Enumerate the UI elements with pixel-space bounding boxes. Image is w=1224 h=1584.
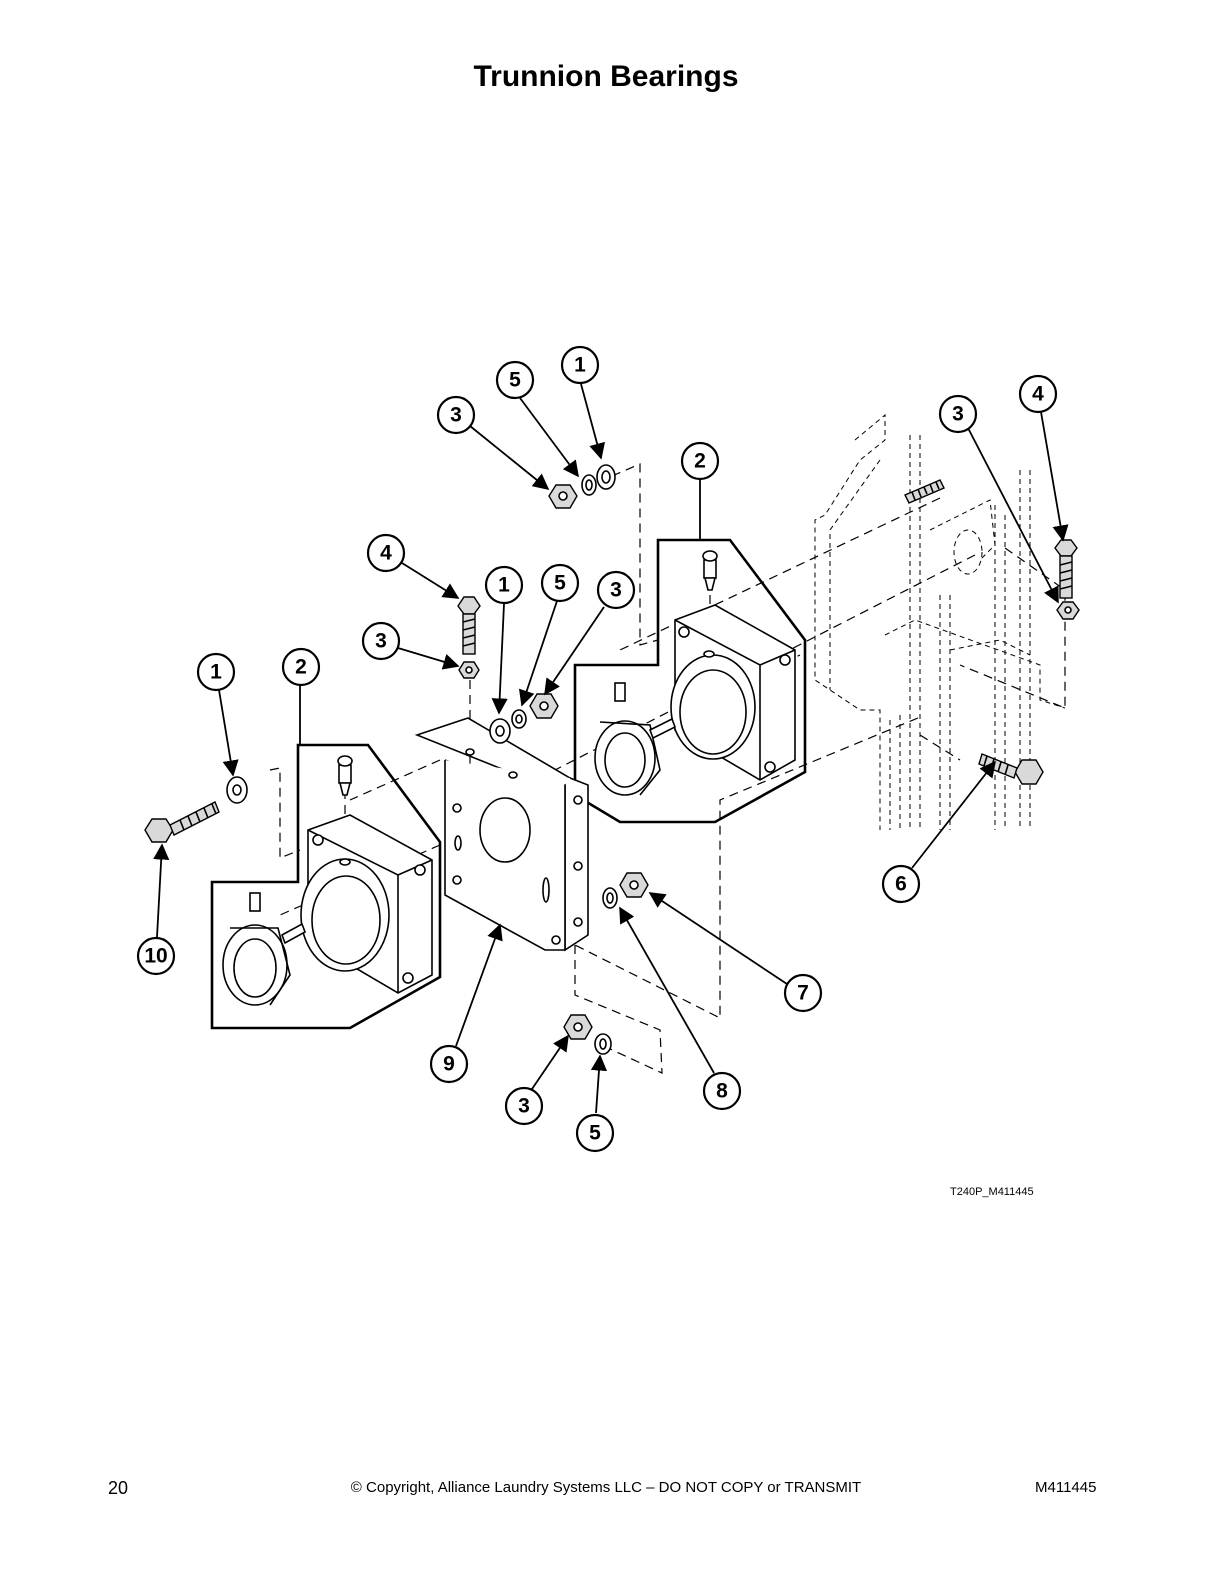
svg-text:10: 10 [144, 945, 167, 968]
svg-text:3: 3 [375, 630, 387, 653]
callout-7: 7 [783, 973, 823, 1013]
flange-bearing-right [670, 604, 796, 781]
svg-text:1: 1 [210, 661, 222, 684]
callout-4-middle: 4 [366, 533, 406, 573]
callout-3-middle-left: 3 [361, 621, 401, 661]
callout-5-middle: 5 [540, 563, 580, 603]
svg-text:6: 6 [895, 873, 907, 896]
svg-text:5: 5 [589, 1122, 601, 1145]
bolt-icon [457, 596, 481, 655]
callout-3-right: 3 [938, 394, 978, 434]
svg-text:8: 8 [716, 1080, 728, 1103]
callout-8: 8 [702, 1071, 742, 1111]
nut-icon [619, 872, 649, 898]
mounting-bracket [414, 717, 589, 952]
nut-icon [548, 484, 578, 509]
callout-4-right: 4 [1018, 374, 1058, 414]
locking-collar-right [594, 682, 677, 796]
bolt-icon [1054, 539, 1078, 599]
document-number: M411445 [1035, 1479, 1097, 1496]
nut-icon [529, 693, 559, 719]
svg-text:3: 3 [450, 404, 462, 427]
svg-text:1: 1 [498, 574, 510, 597]
callout-10: 10 [136, 936, 176, 976]
nut-icon [1056, 601, 1080, 620]
svg-text:2: 2 [694, 450, 706, 473]
nut-icon [458, 661, 480, 679]
callout-9: 9 [429, 1044, 469, 1084]
svg-text:4: 4 [1032, 383, 1044, 406]
svg-text:2: 2 [295, 656, 307, 679]
locking-collar-left [222, 892, 306, 1006]
grease-fitting-left [337, 755, 353, 796]
svg-text:9: 9 [443, 1053, 455, 1076]
page-number: 20 [108, 1478, 129, 1498]
callout-1-left: 1 [196, 652, 236, 692]
svg-text:3: 3 [610, 579, 622, 602]
figure-id: T240P_M411445 [950, 1186, 1034, 1198]
svg-text:1: 1 [574, 354, 586, 377]
callout-2-right: 2 [680, 441, 720, 481]
callout-3-top: 3 [436, 395, 476, 435]
callout-1-middle: 1 [484, 565, 524, 605]
callout-3-bottom: 3 [504, 1086, 544, 1126]
bearing-group-outline-left [210, 743, 442, 1030]
callout-3-middle-right: 3 [596, 570, 636, 610]
page-title: Trunnion Bearings [473, 60, 739, 93]
grease-fitting-right [702, 550, 718, 591]
svg-text:5: 5 [554, 572, 566, 595]
washer-icon [594, 1033, 612, 1055]
svg-text:5: 5 [509, 369, 521, 392]
callout-6: 6 [881, 864, 921, 904]
svg-text:4: 4 [380, 542, 392, 565]
callout-1-top: 1 [560, 345, 600, 385]
callout-5-top: 5 [495, 360, 535, 400]
bolt-icon [144, 801, 220, 843]
arrow-icon [153, 383, 1069, 1114]
washer-icon [602, 887, 618, 909]
flange-bearing-left [300, 814, 433, 994]
svg-text:7: 7 [797, 982, 809, 1005]
washer-icon [226, 776, 248, 804]
washer-icon [581, 464, 616, 496]
callout-5-bottom: 5 [575, 1113, 615, 1153]
stud-icon [904, 479, 945, 504]
callout-2-left: 2 [281, 647, 321, 687]
nut-icon [563, 1014, 593, 1040]
svg-text:3: 3 [952, 403, 964, 426]
copyright-notice: © Copyright, Alliance Laundry Systems LL… [350, 1479, 862, 1496]
bearing-group-outline-right [573, 538, 807, 824]
svg-text:3: 3 [518, 1095, 530, 1118]
washer-icon [489, 709, 527, 744]
bolt-icon [978, 753, 1044, 785]
